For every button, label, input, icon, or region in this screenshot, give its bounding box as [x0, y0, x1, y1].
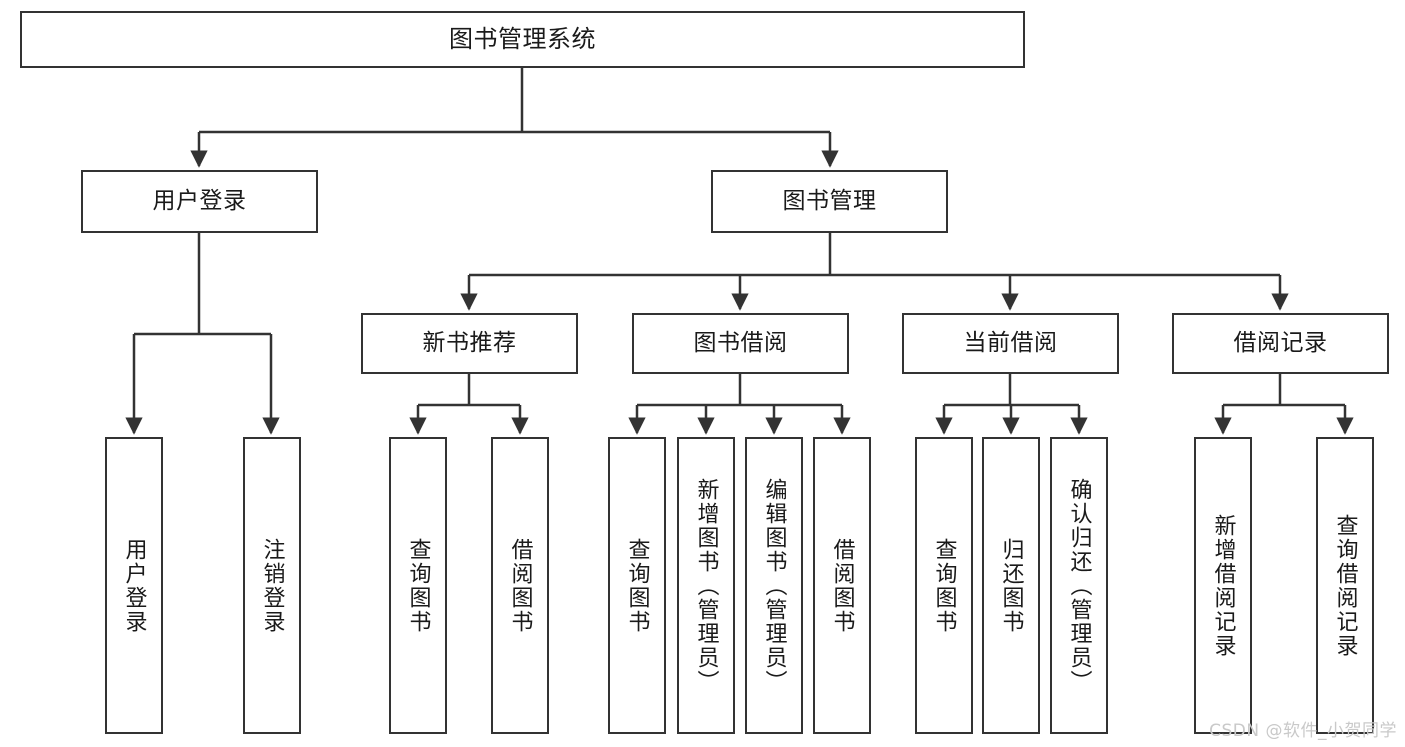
node-leaf-user-login-label: 用户登录	[121, 537, 147, 634]
node-borrow-record-label: 借阅记录	[1233, 329, 1328, 356]
node-root[interactable]: 图书管理系统	[20, 11, 1025, 68]
node-leaf-add-book[interactable]: 新增图书（管理员）	[677, 437, 735, 734]
node-leaf-query-book-2[interactable]: 查询图书	[608, 437, 666, 734]
node-book-borrow[interactable]: 图书借阅	[632, 313, 849, 374]
node-leaf-confirm-return[interactable]: 确认归还（管理员）	[1050, 437, 1108, 734]
node-leaf-borrow-book-2[interactable]: 借阅图书	[813, 437, 871, 734]
node-user-login-label: 用户登录	[152, 187, 247, 214]
node-current-borrow[interactable]: 当前借阅	[902, 313, 1119, 374]
node-leaf-user-logout-label: 注销登录	[259, 537, 285, 634]
node-leaf-return-book[interactable]: 归还图书	[982, 437, 1040, 734]
node-leaf-return-book-label: 归还图书	[998, 537, 1024, 634]
node-book-manage[interactable]: 图书管理	[711, 170, 948, 233]
node-new-book-recommend[interactable]: 新书推荐	[361, 313, 578, 374]
node-leaf-add-record[interactable]: 新增借阅记录	[1194, 437, 1252, 734]
node-book-manage-label: 图书管理	[782, 187, 877, 214]
node-book-borrow-label: 图书借阅	[693, 329, 788, 356]
node-leaf-confirm-return-label: 确认归还（管理员）	[1066, 477, 1092, 694]
node-leaf-query-book-3-label: 查询图书	[931, 537, 957, 634]
node-leaf-query-record-label: 查询借阅记录	[1332, 513, 1358, 658]
node-user-login[interactable]: 用户登录	[81, 170, 318, 233]
node-leaf-add-record-label: 新增借阅记录	[1210, 513, 1236, 658]
node-root-label: 图书管理系统	[449, 25, 596, 54]
node-leaf-borrow-book-2-label: 借阅图书	[829, 537, 855, 634]
node-leaf-edit-book-label: 编辑图书（管理员）	[761, 477, 787, 694]
node-borrow-record[interactable]: 借阅记录	[1172, 313, 1389, 374]
node-leaf-user-logout[interactable]: 注销登录	[243, 437, 301, 734]
node-leaf-query-book-1-label: 查询图书	[405, 537, 431, 634]
node-leaf-borrow-book-1-label: 借阅图书	[507, 537, 533, 634]
node-leaf-query-record[interactable]: 查询借阅记录	[1316, 437, 1374, 734]
node-leaf-borrow-book-1[interactable]: 借阅图书	[491, 437, 549, 734]
node-leaf-query-book-2-label: 查询图书	[624, 537, 650, 634]
node-leaf-add-book-label: 新增图书（管理员）	[693, 477, 719, 694]
node-current-borrow-label: 当前借阅	[963, 329, 1058, 356]
node-new-book-recommend-label: 新书推荐	[422, 329, 517, 356]
node-leaf-query-book-3[interactable]: 查询图书	[915, 437, 973, 734]
node-leaf-edit-book[interactable]: 编辑图书（管理员）	[745, 437, 803, 734]
watermark: CSDN @软件_小贺同学	[1209, 721, 1397, 741]
node-leaf-user-login[interactable]: 用户登录	[105, 437, 163, 734]
node-leaf-query-book-1[interactable]: 查询图书	[389, 437, 447, 734]
